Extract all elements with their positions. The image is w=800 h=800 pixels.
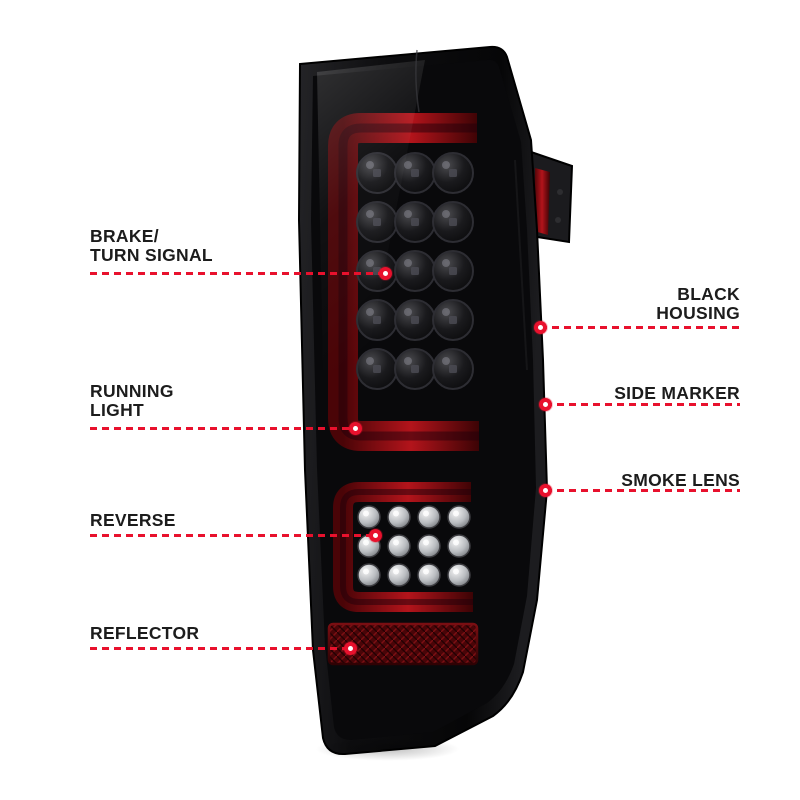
lens-gloss-highlight bbox=[317, 60, 425, 370]
callout-dot-brake-turn-signal bbox=[379, 267, 392, 280]
mounting-bracket bbox=[530, 150, 574, 244]
callout-label-brake-turn-signal: BRAKE/ TURN SIGNAL bbox=[90, 226, 213, 266]
leader-line-reflector bbox=[90, 647, 350, 650]
lower-light-bar bbox=[333, 482, 473, 612]
callout-label-smoke-lens: SMOKE LENS bbox=[621, 470, 740, 490]
reflector-strip bbox=[327, 622, 479, 666]
leader-line-smoke-lens bbox=[545, 489, 740, 492]
callout-label-running-light: RUNNING LIGHT bbox=[90, 381, 174, 421]
reverse-led-cluster bbox=[357, 505, 471, 587]
leader-line-brake-turn-signal bbox=[90, 272, 385, 275]
callout-label-reverse: REVERSE bbox=[90, 510, 176, 530]
callout-label-side-marker: SIDE MARKER bbox=[614, 383, 740, 403]
callout-dot-black-housing bbox=[534, 321, 547, 334]
callout-dot-smoke-lens bbox=[539, 484, 552, 497]
side-marker-lens bbox=[534, 168, 550, 235]
leader-line-running-light bbox=[90, 427, 355, 430]
leader-line-reverse bbox=[90, 534, 375, 537]
leader-line-black-housing bbox=[540, 326, 740, 329]
callout-label-black-housing: BLACK HOUSING bbox=[656, 284, 740, 324]
callout-label-reflector: REFLECTOR bbox=[90, 623, 200, 643]
leader-line-side-marker bbox=[545, 403, 740, 406]
callout-dot-running-light bbox=[349, 422, 362, 435]
tail-light-illustration bbox=[297, 45, 574, 756]
drop-shadow bbox=[315, 737, 460, 761]
callout-dot-side-marker bbox=[539, 398, 552, 411]
callout-dot-reflector bbox=[344, 642, 357, 655]
callout-dot-reverse bbox=[369, 529, 382, 542]
brake-turn-led-cluster bbox=[356, 152, 474, 390]
